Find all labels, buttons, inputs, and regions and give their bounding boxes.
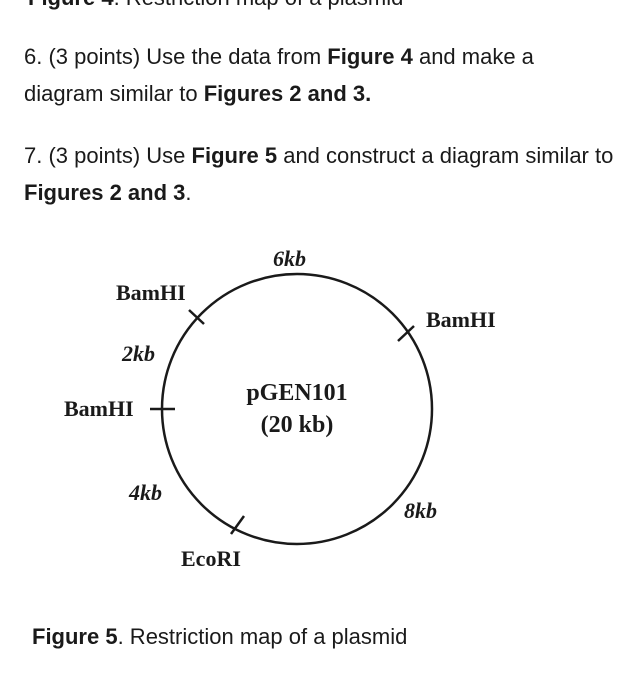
cut-site-bamhi-top-left bbox=[188, 309, 205, 325]
plasmid-size: (20 kb) bbox=[261, 412, 334, 438]
plasmid-figure: BamHI BamHI BamHI EcoRI 6kb 2kb 4kb 8kb … bbox=[0, 230, 633, 590]
question-6-prefix: 6. (3 points) Use the data from bbox=[24, 44, 328, 69]
plasmid-circle bbox=[160, 272, 434, 546]
question-6-figures-ref: Figures 2 and 3. bbox=[203, 81, 372, 106]
figure-5-label: Figure 5 bbox=[32, 624, 118, 649]
segment-label-lower-right: 8kb bbox=[404, 498, 437, 523]
cut-site-bamhi-right bbox=[397, 325, 415, 342]
figure-5-caption-text: . Restriction map of a plasmid bbox=[117, 624, 408, 649]
question-7-prefix: 7. (3 points) Use bbox=[24, 143, 192, 168]
question-7-suffix: . bbox=[185, 180, 192, 205]
segment-label-lower-left: 4kb bbox=[128, 480, 162, 505]
question-6: 6. (3 points) Use the data from Figure 4… bbox=[24, 38, 614, 112]
site-label-bamhi-right: BamHI bbox=[426, 307, 496, 332]
figure-5-caption: Figure 5. Restriction map of a plasmid bbox=[32, 622, 407, 652]
question-7: 7. (3 points) Use Figure 5 and construct… bbox=[24, 137, 614, 211]
question-7-figure-ref: Figure 5 bbox=[191, 143, 278, 168]
figure-4-label: Figure 4 bbox=[28, 0, 114, 10]
plasmid-name: pGEN101 bbox=[246, 380, 347, 406]
segment-label-top: 6kb bbox=[273, 246, 306, 271]
figure-4-caption-text: . Restriction map of a plasmid bbox=[114, 0, 404, 10]
question-6-figure-ref: Figure 4 bbox=[327, 44, 413, 69]
question-6-middle: and make a diagram similar to bbox=[24, 44, 534, 106]
figure-4-caption: Figure 4. Restriction map of a plasmid bbox=[28, 0, 403, 10]
site-label-bamhi-top-left: BamHI bbox=[116, 280, 186, 305]
cut-site-ecori-bottom bbox=[229, 515, 246, 535]
site-label-bamhi-left: BamHI bbox=[64, 396, 134, 421]
site-label-ecori-bottom: EcoRI bbox=[181, 546, 241, 571]
segment-label-upper-left: 2kb bbox=[121, 341, 155, 366]
plasmid-map: BamHI BamHI BamHI EcoRI 6kb 2kb 4kb 8kb … bbox=[64, 246, 496, 571]
question-7-middle: and construct a diagram similar to bbox=[277, 143, 614, 168]
question-7-figures-ref: Figures 2 and 3 bbox=[24, 180, 186, 205]
